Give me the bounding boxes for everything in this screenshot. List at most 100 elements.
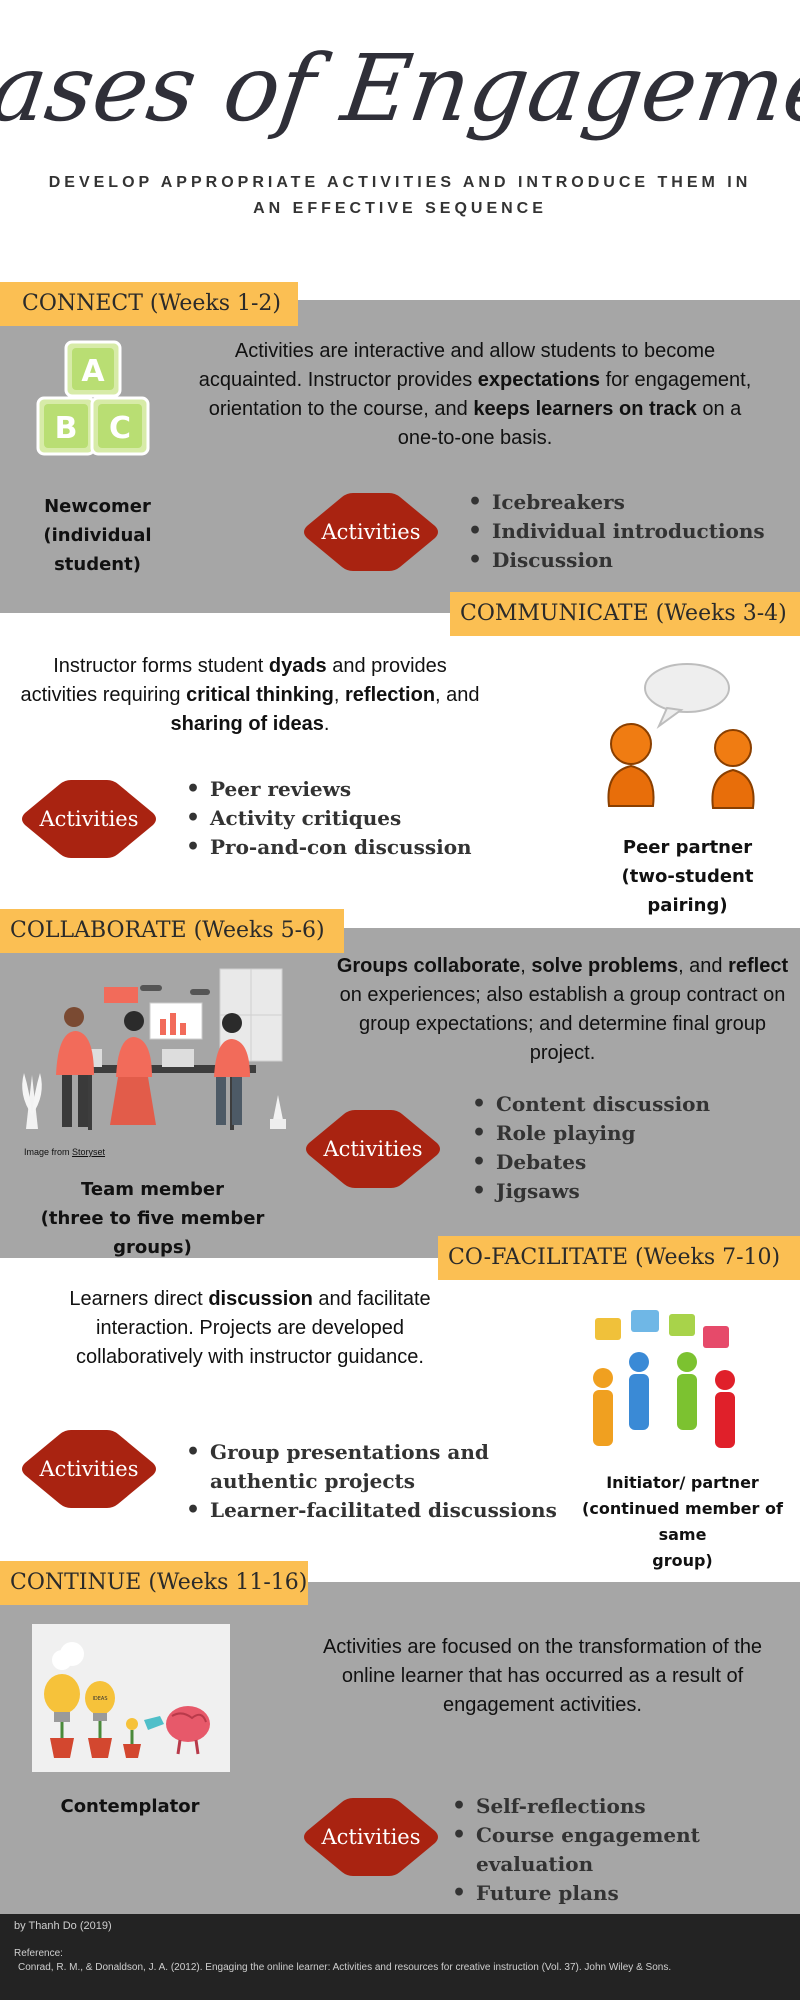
block-letter-a: A	[81, 354, 105, 389]
collaborate-description: Groups collaborate, solve problems, and …	[335, 952, 790, 1068]
desc-emphasis: sharing of ideas	[170, 713, 324, 735]
communicate-activities-list: Peer reviews Activity critiques Pro-and-…	[184, 775, 472, 862]
role-subtitle: (three to five member groups)	[40, 1208, 265, 1258]
desc-text: on a one-to-one basis.	[397, 398, 742, 449]
desc-text: ,	[333, 684, 346, 706]
diamond-shape	[22, 1430, 156, 1508]
list-item: Jigsaws	[470, 1177, 710, 1206]
list-item: Content discussion	[470, 1090, 710, 1119]
desc-text: ,	[520, 955, 532, 977]
continue-activities-list: Self-reflections Course engagement evalu…	[450, 1792, 800, 1908]
desc-text: Instructor forms student	[53, 655, 269, 677]
page-title-text: Phases of Engagement	[0, 34, 800, 141]
continue-role: Contemplator	[30, 1792, 230, 1821]
badge-label: Activities	[321, 520, 421, 544]
collaborate-activities-list: Content discussion Role playing Debates …	[470, 1090, 710, 1206]
list-item: Group presentations and authentic project…	[184, 1438, 557, 1496]
desc-text: Activities are interactive and allow stu…	[198, 340, 716, 391]
desc-emphasis: expectations	[477, 369, 601, 391]
ideas-bulb-label: IDEAS	[92, 1696, 107, 1702]
badge-label: Activities	[323, 1137, 423, 1161]
page-subtitle: DEVELOP APPROPRIATE ACTIVITIES AND INTRO…	[40, 170, 760, 222]
collaborate-role: Team member (three to five member groups…	[0, 1175, 305, 1262]
connect-role: Newcomer (individual student)	[0, 492, 195, 579]
footer: by Thanh Do (2019) Reference: Conrad, R.…	[0, 1914, 800, 2000]
role-subtitle: (individual student)	[43, 525, 152, 575]
badge-label: Activities	[39, 1457, 139, 1481]
desc-text: .	[323, 713, 330, 735]
list-item: Pro-and-con discussion	[184, 833, 472, 862]
list-item-line: authentic projects	[210, 1469, 416, 1493]
continue-activities-badge: Activities	[300, 1796, 442, 1878]
role-title: Contemplator	[60, 1796, 200, 1817]
team-meeting-illustration	[10, 965, 300, 1140]
list-item: Activity critiques	[184, 804, 472, 833]
desc-text: , and	[678, 955, 729, 977]
continue-tab: CONTINUE (Weeks 11-16)	[0, 1561, 308, 1605]
list-item: Role playing	[470, 1119, 710, 1148]
cofacilitate-activities-list: Group presentations and authentic project…	[184, 1438, 557, 1525]
list-item: Icebreakers	[466, 488, 765, 517]
connect-tab: CONNECT (Weeks 1-2)	[0, 282, 298, 326]
connect-description: Activities are interactive and allow stu…	[190, 337, 760, 453]
image-credit: Image from Storyset	[24, 1147, 105, 1157]
role-title: Team member	[81, 1179, 224, 1200]
desc-text: , and	[435, 684, 480, 706]
role-subtitle: group)	[652, 1551, 713, 1570]
desc-text: for engagement, orientation to the cours…	[208, 369, 752, 420]
list-item: Self-reflections	[450, 1792, 800, 1821]
desc-emphasis: keeps learners on track	[473, 398, 697, 420]
list-item: Future plans	[450, 1879, 800, 1908]
connect-activities-list: Icebreakers Individual introductions Dis…	[466, 488, 765, 575]
desc-text: and provides activities requiring	[20, 655, 447, 706]
desc-emphasis: reflection	[345, 684, 436, 706]
list-item: Discussion	[466, 546, 765, 575]
subtitle-line-1: DEVELOP APPROPRIATE ACTIVITIES AND INTRO…	[48, 174, 752, 191]
role-title: Newcomer	[44, 496, 151, 517]
cofacilitate-tab: CO-FACILITATE (Weeks 7-10)	[438, 1236, 800, 1280]
list-item: Debates	[470, 1148, 710, 1177]
diamond-shape	[22, 780, 156, 858]
diamond-shape	[304, 493, 438, 571]
list-item: Peer reviews	[184, 775, 472, 804]
list-item: Individual introductions	[466, 517, 765, 546]
two-people-talking-icon	[595, 660, 765, 810]
diamond-shape	[304, 1798, 438, 1876]
connect-activities-badge: Activities	[300, 491, 442, 573]
role-title: Initiator/ partner	[606, 1473, 759, 1492]
abc-blocks-icon: A B C	[34, 340, 152, 458]
communicate-tab: COMMUNICATE (Weeks 3-4)	[450, 592, 800, 636]
communicate-role: Peer partner (two-student pairing)	[580, 833, 795, 920]
footer-reference: Conrad, R. M., & Donaldson, J. A. (2012)…	[18, 1962, 672, 1973]
cofacilitate-activities-badge: Activities	[18, 1428, 160, 1510]
collaborate-tab: COLLABORATE (Weeks 5-6)	[0, 909, 344, 953]
badge-label: Activities	[321, 1825, 421, 1849]
lightbulb-brain-plants-icon: IDEAS	[32, 1624, 230, 1772]
role-subtitle: (continued member of same	[582, 1499, 783, 1544]
block-letter-c: C	[109, 411, 131, 446]
footer-author: by Thanh Do (2019)	[14, 1920, 112, 1932]
page-title: Phases of Engagement	[0, 8, 800, 158]
desc-emphasis: solve problems	[531, 955, 679, 977]
subtitle-line-2: AN EFFECTIVE SEQUENCE	[253, 200, 547, 217]
desc-emphasis: discussion	[208, 1288, 313, 1310]
desc-text: Activities are focused on the transforma…	[322, 1636, 763, 1716]
role-subtitle: (two-student pairing)	[621, 866, 754, 916]
storyset-link[interactable]: Storyset	[72, 1147, 106, 1157]
desc-emphasis: critical thinking	[186, 684, 334, 706]
collaborate-activities-badge: Activities	[302, 1108, 444, 1190]
desc-emphasis: dyads	[268, 655, 327, 677]
badge-label: Activities	[39, 807, 139, 831]
continue-description: Activities are focused on the transforma…	[320, 1633, 765, 1720]
communicate-description: Instructor forms student dyads and provi…	[20, 652, 480, 739]
desc-emphasis: Groups collaborate	[336, 955, 521, 977]
diamond-shape	[306, 1110, 440, 1188]
cofacilitate-description: Learners direct discussion and facilitat…	[30, 1285, 470, 1372]
list-item: Course engagement evaluation	[450, 1821, 800, 1879]
block-letter-b: B	[55, 411, 78, 446]
list-item-line: Group presentations and	[210, 1440, 489, 1464]
desc-emphasis: reflect	[728, 955, 789, 977]
communicate-activities-badge: Activities	[18, 778, 160, 860]
footer-reference-label: Reference:	[14, 1948, 63, 1959]
desc-text: on experiences; also establish a group c…	[339, 984, 786, 1064]
